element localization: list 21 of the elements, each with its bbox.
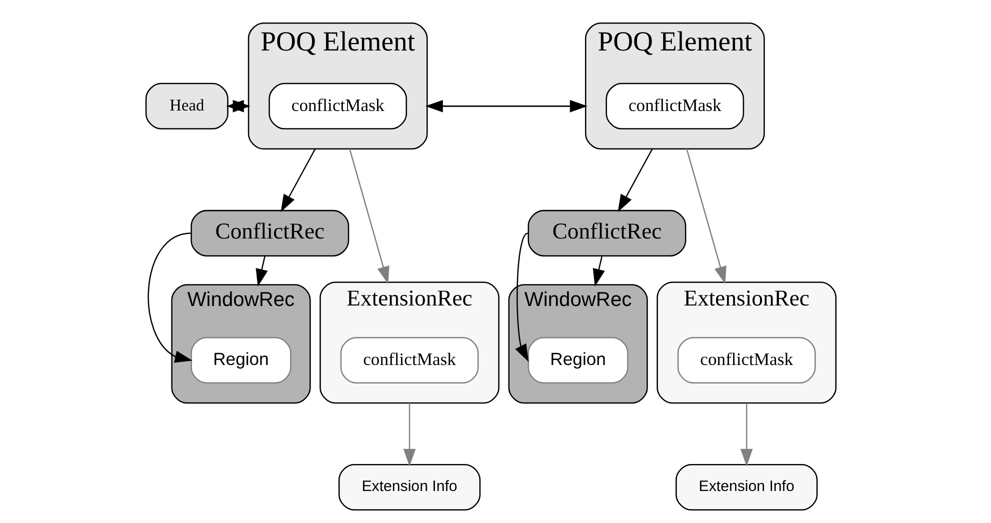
node-box: Head (144, 82, 228, 130)
node-box: Region (527, 336, 628, 384)
node-box: conflictMask (676, 336, 816, 384)
arrow (514, 232, 528, 362)
arrow (255, 256, 268, 287)
arrow (686, 148, 726, 284)
node-box: conflictMask (605, 82, 744, 130)
arrow (592, 256, 604, 287)
node-box: conflictMask (268, 82, 407, 130)
node-box: ConflictRec (190, 210, 349, 256)
arrow (280, 148, 316, 212)
arrow (617, 148, 652, 212)
arrow (147, 232, 192, 363)
node-box: Extension Info (675, 464, 818, 511)
node-box: Region (190, 336, 291, 384)
arrow (740, 403, 752, 466)
node-box: conflictMask (340, 336, 478, 384)
arrow (402, 403, 416, 466)
node-box: ConflictRec (527, 210, 686, 256)
arrow (348, 148, 389, 284)
node-box: Extension Info (338, 464, 480, 511)
